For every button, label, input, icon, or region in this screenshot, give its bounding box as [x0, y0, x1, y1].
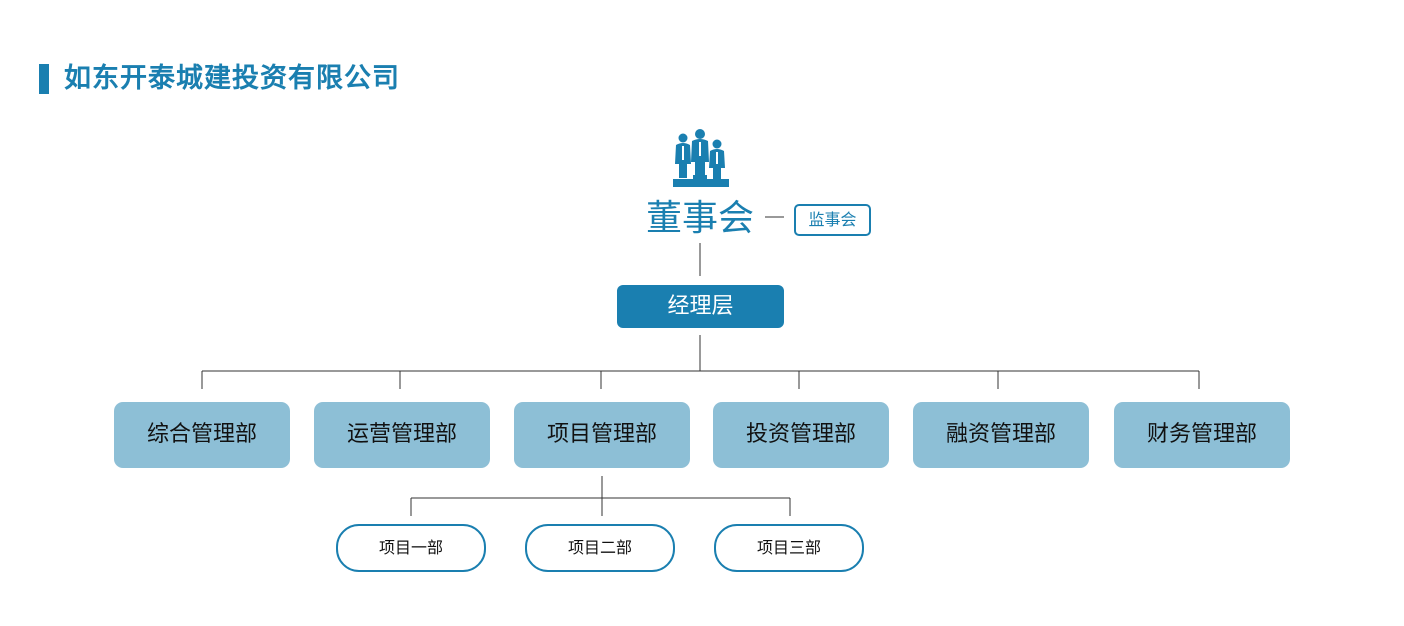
department-box-investment[interactable]: 投资管理部 [713, 402, 889, 468]
board-of-directors-label: 董事会 [645, 198, 754, 239]
department-label: 运营管理部 [346, 422, 457, 447]
department-label: 项目管理部 [546, 422, 657, 447]
people-group-icon [673, 129, 729, 187]
project-unit-label: 项目三部 [756, 538, 821, 557]
board-of-supervisors-box[interactable]: 监事会 [794, 204, 871, 236]
project-unit-box-1[interactable]: 项目一部 [336, 524, 486, 572]
project-unit-label: 项目一部 [378, 538, 443, 557]
department-box-general[interactable]: 综合管理部 [114, 402, 290, 468]
project-unit-box-3[interactable]: 项目三部 [714, 524, 864, 572]
management-label: 经理层 [667, 294, 734, 319]
project-unit-label: 项目二部 [567, 538, 632, 557]
department-box-financing[interactable]: 融资管理部 [913, 402, 1089, 468]
department-label: 投资管理部 [745, 422, 856, 447]
project-unit-box-2[interactable]: 项目二部 [525, 524, 675, 572]
department-box-operations[interactable]: 运营管理部 [314, 402, 490, 468]
board-of-supervisors-label: 监事会 [808, 210, 857, 229]
page-title: 如东开泰城建投资有限公司 [64, 63, 400, 94]
department-label: 融资管理部 [945, 422, 1056, 447]
department-label: 财务管理部 [1146, 422, 1257, 447]
department-box-finance[interactable]: 财务管理部 [1114, 402, 1290, 468]
title-accent-bar [39, 64, 49, 94]
department-box-projects[interactable]: 项目管理部 [514, 402, 690, 468]
department-label: 综合管理部 [146, 422, 257, 447]
management-box[interactable]: 经理层 [617, 285, 784, 328]
